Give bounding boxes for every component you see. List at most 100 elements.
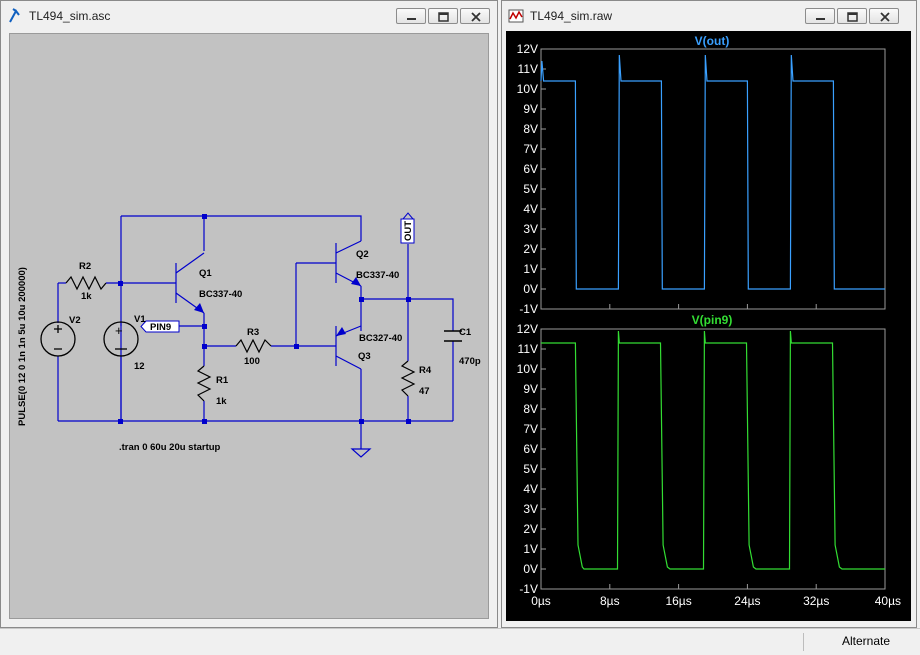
waveform-plot-area[interactable]: V(out) 12V11V10V9V8V7V6V5V4V3V2V1V0V-1V … (502, 31, 918, 629)
y-tick-label: 7V (523, 142, 538, 156)
y-tick-label: 11V (518, 342, 538, 356)
plus-sign-v1: + (115, 323, 123, 338)
x-axis-ticks: 0µs 8µs 16µs 24µs 32µs 40µs (531, 304, 901, 608)
y-tick-label: 6V (523, 162, 538, 176)
minimize-button[interactable] (805, 8, 835, 24)
ltspice-schematic-icon (9, 8, 20, 23)
waveform-window-title: TL494_sim.raw (530, 9, 613, 23)
pane-frame-vout (540, 48, 886, 310)
y-tick-label: 5V (523, 462, 538, 476)
out-flag[interactable] (400, 218, 415, 244)
y-tick-label: 4V (523, 482, 538, 496)
label-r3: R3 (247, 327, 259, 338)
y-tick-label: 0V (523, 282, 538, 296)
y-tick-label: 8V (523, 122, 538, 136)
y-tick-label: 12V (517, 322, 538, 336)
label-v2: V2 (69, 315, 81, 326)
pane-frame-vpin9 (540, 328, 886, 590)
ground-icon (350, 448, 372, 458)
x-tick-label: 32µs (803, 594, 829, 608)
y-tick-label: 0V (523, 562, 538, 576)
y-tick-label: 9V (523, 382, 538, 396)
label-q2: Q2 (356, 249, 369, 260)
spice-directive: .tran 0 60u 20u startup (119, 442, 221, 453)
label-r2-value: 1k (81, 291, 92, 302)
x-tick-label: 16µs (665, 594, 691, 608)
y-tick-label: 12V (517, 42, 538, 56)
y-tick-label: -1V (519, 582, 538, 596)
minimize-icon (407, 18, 416, 20)
schematic-canvas[interactable]: Q1 BC337-40 Q2 BC337-40 BC327-40 Q3 R2 1… (9, 33, 489, 619)
schematic-window[interactable]: TL494_sim.asc (0, 0, 498, 628)
trace-vpin9[interactable] (541, 330, 885, 570)
y-tick-label: 9V (523, 102, 538, 116)
voltage-sources (40, 321, 139, 357)
maximize-button[interactable] (837, 8, 867, 24)
trace-vout[interactable] (540, 54, 885, 290)
y-tick-label: 8V (523, 402, 538, 416)
trace-label-vout[interactable]: V(out) (695, 34, 730, 48)
status-divider (803, 633, 804, 651)
maximize-icon (438, 12, 449, 22)
label-r1: R1 (216, 375, 229, 386)
source-v1 (103, 321, 139, 357)
waveform-window[interactable]: TL494_sim.raw V(out) 12V 11V 10V 9V 8V 7V 6V 5V… (501, 0, 917, 628)
y-tick-label: 10V (517, 362, 538, 376)
x-tick-label: 40µs (875, 594, 901, 608)
label-r3-value: 100 (244, 356, 260, 367)
resistor-r4 (400, 360, 416, 397)
minimize-icon (816, 18, 825, 20)
label-v1: V1 (134, 314, 146, 325)
label-q3: Q3 (358, 351, 371, 362)
label-r1-value: 1k (216, 396, 227, 407)
close-button[interactable] (869, 8, 899, 24)
x-tick-label: 8µs (600, 594, 620, 608)
ltspice-waveform-icon (508, 9, 524, 23)
label-q1: Q1 (199, 268, 212, 279)
x-tick-label: 24µs (734, 594, 760, 608)
trace-label-vpin9[interactable]: V(pin9) (692, 313, 733, 327)
status-mode-text: Alternate (841, 634, 890, 648)
label-c1: C1 (459, 327, 472, 338)
close-icon (471, 12, 481, 22)
schematic-drawing[interactable]: Q1 BC337-40 Q2 BC337-40 BC327-40 Q3 R2 1… (10, 34, 490, 620)
out-flag-label: OUT (403, 221, 414, 241)
y-tick-label: 1V (523, 542, 538, 556)
close-icon (880, 12, 890, 22)
resistor-r3 (235, 338, 272, 354)
minimize-button[interactable] (396, 8, 426, 24)
plot-background (506, 31, 911, 621)
label-r4-value: 47 (419, 386, 430, 397)
maximize-button[interactable] (428, 8, 458, 24)
y-tick-label: 6V (523, 442, 538, 456)
y-tick-label: 11V (518, 62, 538, 76)
label-c1-value: 470p (459, 356, 481, 367)
y-tick-label: 1V (523, 262, 538, 276)
source-v2 (40, 321, 76, 357)
capacitor-c1 (444, 330, 462, 342)
junction-dots (118, 214, 411, 424)
label-r2: R2 (79, 261, 91, 272)
schematic-titlebar[interactable]: TL494_sim.asc (1, 1, 497, 31)
label-r4: R4 (419, 365, 432, 376)
y-tick-label: 3V (523, 222, 538, 236)
y-tick-label: -1V (519, 302, 538, 316)
label-v1-value: 12 (134, 361, 145, 372)
label-q3-model: BC327-40 (359, 333, 402, 344)
schematic-window-title: TL494_sim.asc (29, 9, 111, 23)
resistor-r2 (65, 275, 107, 291)
close-button[interactable] (460, 8, 490, 24)
y-tick-label: 4V (523, 202, 538, 216)
y-tick-label: 5V (523, 182, 538, 196)
schematic-wires (57, 215, 454, 449)
x-tick-label: 0µs (531, 594, 551, 608)
y-tick-label: 7V (523, 422, 538, 436)
label-q1-model: BC337-40 (199, 289, 242, 300)
transistor-arrows (194, 277, 361, 336)
pin9-flag-label: PIN9 (150, 322, 171, 333)
pin9-flag[interactable] (140, 320, 180, 333)
waveform-titlebar[interactable]: TL494_sim.raw (502, 1, 916, 31)
